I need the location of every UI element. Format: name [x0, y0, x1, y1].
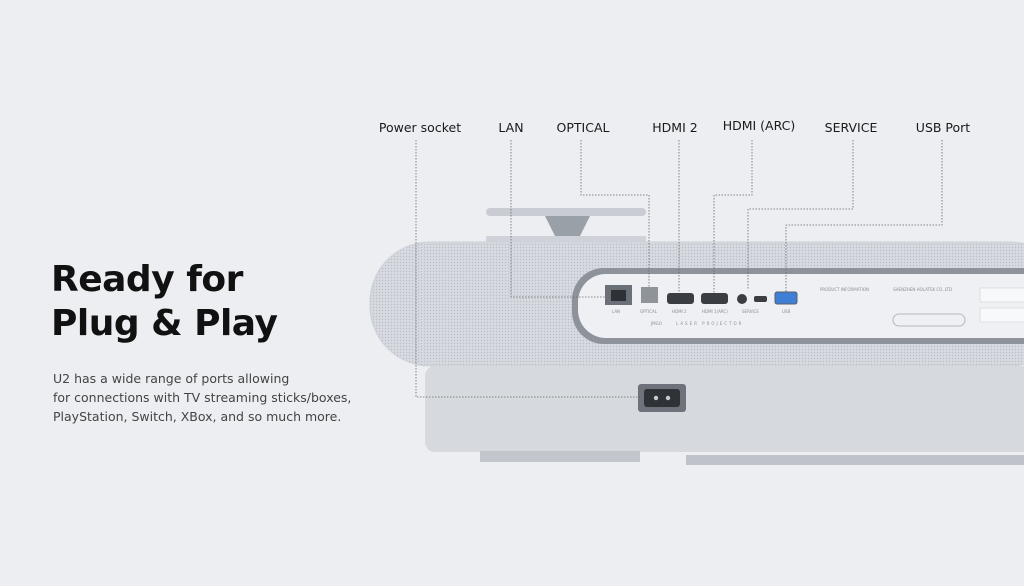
title-line-2: Plug & Play — [51, 303, 278, 344]
callout-hdmi2: HDMI 2 — [652, 120, 698, 135]
top-lens — [486, 208, 646, 244]
port-label-lan: LAN — [612, 309, 620, 314]
description-line-2: for connections with TV streaming sticks… — [53, 390, 352, 405]
port-label-hdmi2: HDMI 2 — [672, 309, 687, 314]
service-micro-usb-port — [754, 296, 767, 302]
port-label-service: SERVICE — [742, 309, 759, 314]
port-label-usb: USB — [782, 309, 790, 314]
callout-usb-port: USB Port — [915, 120, 971, 135]
description-line-1: U2 has a wide range of ports allowing — [53, 371, 290, 386]
service-audio-port — [737, 294, 747, 304]
description: U2 has a wide range of ports allowing fo… — [53, 369, 351, 426]
front-foot — [480, 451, 640, 462]
product-line-label: LASER PROJECTOR — [676, 321, 743, 326]
optical-port — [641, 287, 658, 303]
info-title: PRODUCT INFORMATION — [820, 287, 869, 292]
page-title: Ready for Plug & Play — [51, 258, 278, 346]
callout-lines — [415, 140, 943, 398]
rear-foot — [686, 455, 1024, 465]
port-label-optical: OPTICAL — [640, 309, 658, 314]
description-line-3: PlayStation, Switch, XBox, and so much m… — [53, 409, 342, 424]
hdmi-arc-port — [701, 293, 728, 304]
callout-power-socket: Power socket — [378, 120, 462, 135]
usb-port — [774, 291, 798, 305]
title-line-1: Ready for — [51, 259, 243, 300]
company-label: SHENZHEN HOLATEK CO.,LTD — [893, 287, 952, 292]
projector-lower-body — [425, 366, 1024, 452]
callout-optical: OPTICAL — [556, 120, 610, 135]
hdmi2-port — [667, 293, 694, 304]
brand-label: JMGO — [650, 321, 662, 326]
callout-hdmi-arc: HDMI (ARC) — [722, 118, 796, 133]
callout-lan: LAN — [498, 120, 524, 135]
port-label-hdmi1: HDMI 1(ARC) — [702, 309, 728, 314]
callout-service: SERVICE — [824, 120, 878, 135]
port-panel: LAN OPTICAL HDMI 2 HDMI 1(ARC) SERVICE U… — [572, 268, 1024, 344]
